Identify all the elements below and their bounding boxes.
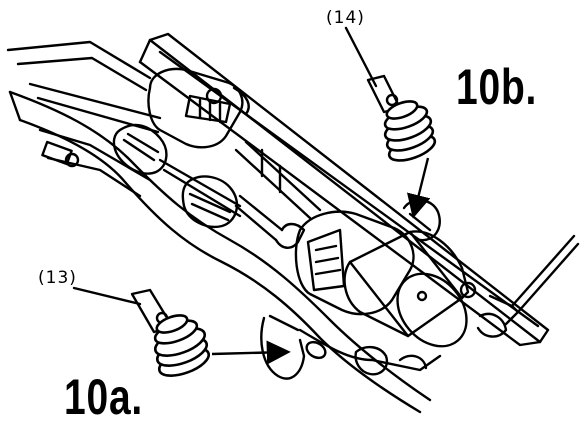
part-number-13: (13) <box>38 268 77 288</box>
gearbox <box>147 67 250 149</box>
rear-axle <box>459 234 580 338</box>
coil-spring-10a-icon <box>153 314 211 377</box>
rear-driveshaft <box>234 140 322 220</box>
left-frame-rail <box>8 90 432 414</box>
arrow-10b <box>407 157 431 219</box>
arrow-10a <box>211 340 291 365</box>
pin-14-icon <box>344 26 402 114</box>
step-label-10a: 10a. <box>64 369 144 425</box>
front-driveshaft <box>112 123 242 218</box>
rear-cross-member <box>298 328 442 376</box>
left-spring-bracket <box>41 140 80 168</box>
spring-mount-lower <box>260 314 327 380</box>
step-label-10b: 10b. <box>456 59 538 115</box>
differential-housing <box>294 210 415 316</box>
motor-can <box>343 230 470 348</box>
center-boot <box>181 175 306 249</box>
upper-cross-members <box>6 40 162 198</box>
part-number-14: (14) <box>326 8 365 28</box>
coil-spring-10b-icon <box>383 100 437 162</box>
